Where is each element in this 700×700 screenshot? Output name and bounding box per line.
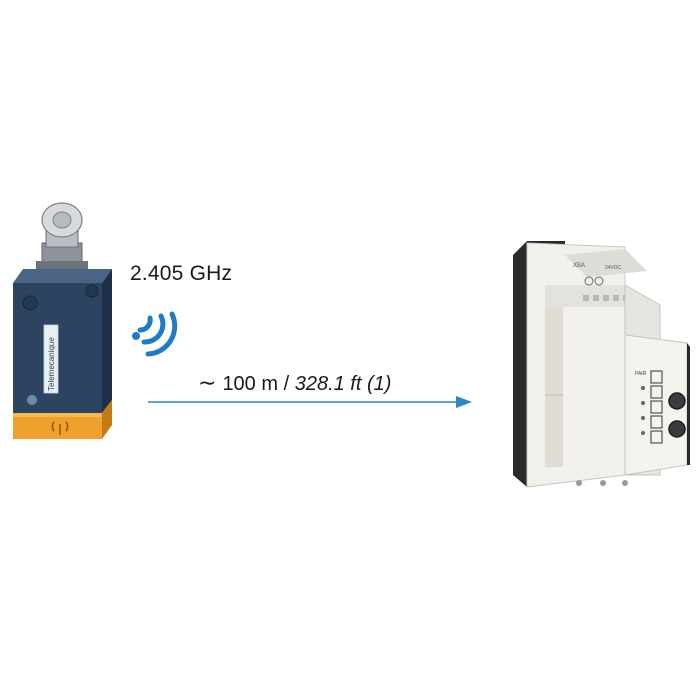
sensor-brand-label: Telemecanique (47, 337, 56, 391)
wireless-signal-icon (132, 311, 178, 357)
sensor-base (13, 400, 112, 439)
distance-imperial: 328.1 ft (1) (294, 373, 392, 395)
antenna-icon (51, 421, 69, 435)
svg-text:24VDC: 24VDC (605, 265, 622, 271)
svg-text:PAIR: PAIR (635, 371, 647, 377)
roller-plunger (36, 202, 88, 269)
distance-metric: 100 m / (222, 373, 290, 395)
receiver-module: XBA 24VDC PAIR (513, 241, 690, 488)
frequency-label: 2.405 GHz (130, 262, 233, 285)
wireless-limit-switch: Telemecanique (13, 202, 112, 439)
svg-text:XBA: XBA (573, 263, 585, 269)
arrow-right-icon (148, 396, 472, 408)
sensor-body (13, 269, 112, 413)
distance-label: ∼100 m / 328.1 ft (1) (198, 370, 391, 396)
approx-symbol: ∼ (198, 370, 217, 395)
